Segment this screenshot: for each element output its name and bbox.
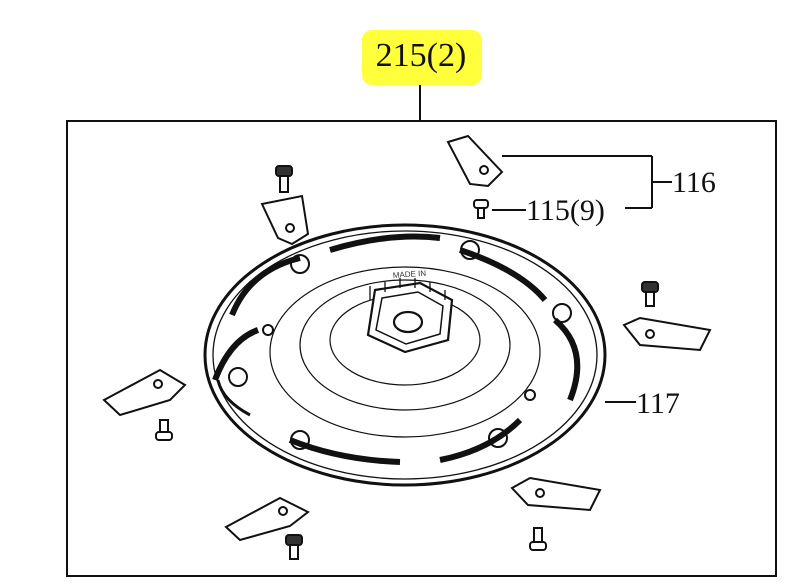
screw xyxy=(529,527,547,551)
blade xyxy=(622,316,712,352)
screw xyxy=(285,534,303,560)
screws xyxy=(155,165,659,560)
blade xyxy=(224,496,310,542)
callout-disc: 117 xyxy=(636,387,680,420)
cutting-disc xyxy=(203,223,607,487)
blade xyxy=(102,368,187,417)
callout-blade-set: 116 xyxy=(672,166,716,199)
assembly-label-highlight xyxy=(362,30,482,85)
disc-embossed-text: MADE IN xyxy=(393,269,427,280)
screw xyxy=(155,419,173,441)
blade xyxy=(510,476,602,512)
blades xyxy=(102,134,712,542)
callout-group-blades xyxy=(492,155,672,211)
blade xyxy=(446,134,504,188)
blade xyxy=(260,194,310,246)
screw xyxy=(275,165,293,193)
assembly-label-group: 215(2) xyxy=(362,30,482,121)
callout-screw: 115(9) xyxy=(526,194,605,227)
screw xyxy=(641,281,659,307)
screw xyxy=(473,199,489,219)
assembly-label: 215(2) xyxy=(376,37,467,74)
assembly-frame xyxy=(66,120,777,577)
